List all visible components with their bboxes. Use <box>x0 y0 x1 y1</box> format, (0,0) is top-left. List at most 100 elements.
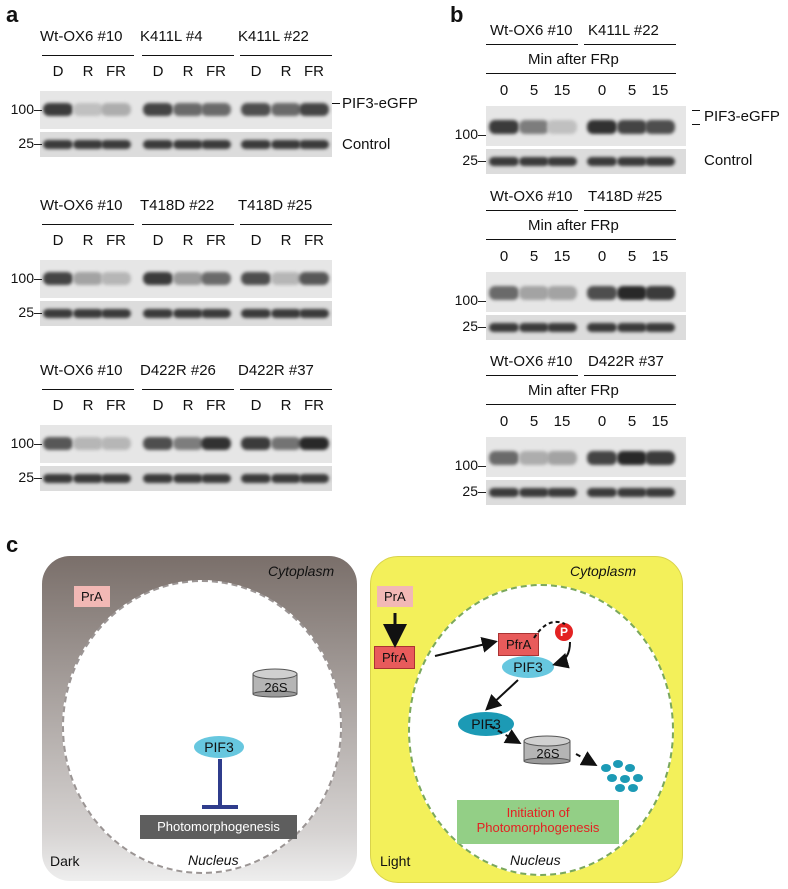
panel-b-band <box>489 120 519 134</box>
panel-a-lane-label: FR <box>106 232 126 249</box>
panel-a-lane-label: D <box>52 63 64 80</box>
panel-a-group-underline <box>42 55 134 56</box>
panel-b-control-band <box>645 323 675 332</box>
panel-a-lane-label: R <box>280 63 292 80</box>
panel-b-band <box>519 120 549 134</box>
panel-a-pif3-label: PIF3-eGFP <box>342 95 418 112</box>
panel-a-band <box>143 437 173 450</box>
dark-cytoplasm-label: Cytoplasm <box>268 563 335 579</box>
panel-b-time-label: 0 <box>499 82 509 99</box>
panel-a-genotype-label: Wt-OX6 #10 <box>40 362 123 379</box>
degraded-fragments-icon <box>598 758 648 797</box>
panel-a-lane-label: D <box>52 397 64 414</box>
panel-a-marker-tick <box>34 110 42 111</box>
panel-a-control-band <box>143 309 173 318</box>
panel-a-control-band <box>173 140 203 149</box>
panel-a-band <box>43 272 73 285</box>
panel-a-marker-tick <box>34 478 42 479</box>
panel-b-time-label: 15 <box>553 82 571 99</box>
panel-a-lane-label: FR <box>206 63 226 80</box>
panel-b-group-underline <box>486 375 578 376</box>
panel-a-marker-tick <box>34 279 42 280</box>
panel-a-band <box>101 103 131 116</box>
panel-b-control-band <box>547 157 577 166</box>
panel-b-time-label: 5 <box>529 82 539 99</box>
panel-a-group-underline <box>142 389 234 390</box>
panel-a-lane-label: R <box>182 397 194 414</box>
inhibition-arrow <box>198 757 242 816</box>
panel-a-control-band <box>73 140 103 149</box>
panel-a-marker-100: 100 <box>10 435 34 451</box>
panel-a-marker-25: 25 <box>18 304 34 320</box>
panel-a-band <box>101 272 131 285</box>
panel-b-control-band <box>519 157 549 166</box>
panel-b-time-label: 5 <box>627 248 637 265</box>
panel-a-control-band <box>299 474 329 483</box>
panel-b-time-label: 15 <box>553 413 571 430</box>
panel-a-lane-label: R <box>182 232 194 249</box>
output-line1: Initiation of <box>506 805 570 820</box>
light-pfra-nuc-box: PfrA <box>498 633 540 656</box>
panel-a-control-band <box>101 474 131 483</box>
panel-a-lane-label: FR <box>304 232 324 249</box>
panel-b-marker-100: 100 <box>454 292 478 308</box>
panel-b-band <box>617 120 647 134</box>
panel-b-group-underline <box>486 44 578 45</box>
panel-b-band <box>645 120 675 134</box>
panel-a-band <box>201 437 231 450</box>
panel-a-control-band <box>201 140 231 149</box>
panel-a-lane-label: D <box>52 232 64 249</box>
panel-b-band <box>587 451 617 465</box>
panel-b-genotype-label: Wt-OX6 #10 <box>490 22 573 39</box>
panel-b-band <box>645 286 675 300</box>
panel-b-control-band <box>587 488 617 497</box>
panel-a-genotype-label: T418D #25 <box>238 197 313 214</box>
panel-b-subtitle-underline <box>486 73 676 74</box>
panel-a-marker-tick <box>34 444 42 445</box>
panel-a-band <box>43 437 73 450</box>
panel-b-group-underline <box>584 375 676 376</box>
panel-b-band <box>489 451 519 465</box>
light-proteasome-icon <box>522 734 574 771</box>
panel-b-subtitle: Min after FRp <box>528 217 619 234</box>
panel-b-pif3-tick <box>692 110 700 111</box>
phospho-icon: P <box>555 623 573 641</box>
panel-a-control-band <box>173 309 203 318</box>
panel-b-pif3-tick <box>692 124 700 125</box>
panel-a-genotype-label: K411L #22 <box>238 28 309 45</box>
panel-b-band <box>489 286 519 300</box>
panel-a-control-band <box>241 309 271 318</box>
panel-a-control-band <box>271 474 301 483</box>
panel-a-control-band <box>201 309 231 318</box>
panel-a-control-band <box>201 474 231 483</box>
light-pathway-arrows <box>383 613 598 766</box>
panel-b-band <box>547 120 577 134</box>
panel-a-band <box>173 437 203 450</box>
panel-b-control-band <box>519 488 549 497</box>
panel-a-lane-label: D <box>152 63 164 80</box>
panel-c-label: c <box>6 532 19 557</box>
panel-b-marker-tick <box>478 466 486 467</box>
panel-b-time-label: 0 <box>597 82 607 99</box>
panel-b-genotype-label: T418D #25 <box>588 188 663 205</box>
panel-a-band <box>241 103 271 116</box>
dark-pra-box: PrA <box>74 586 110 607</box>
panel-a-group-underline <box>142 224 234 225</box>
panel-a-genotype-label: Wt-OX6 #10 <box>40 28 123 45</box>
panel-a-genotype-label: D422R #37 <box>238 362 314 379</box>
panel-b-subtitle: Min after FRp <box>528 382 619 399</box>
output-line2: Photomorphogenesis <box>476 820 600 835</box>
panel-b-control-band <box>587 323 617 332</box>
panel-a-label: a <box>6 2 19 27</box>
panel-a-band <box>299 103 329 116</box>
light-proteasome-label: 26S <box>536 746 560 761</box>
panel-a-control-band <box>143 474 173 483</box>
dark-proteasome-label: 26S <box>264 680 288 695</box>
panel-b-time-label: 0 <box>499 413 509 430</box>
panel-a-control-band <box>43 474 73 483</box>
panel-b-label: b <box>450 2 464 27</box>
panel-b-control-band <box>547 323 577 332</box>
dark-nucleus-label: Nucleus <box>188 852 239 868</box>
panel-b-control-label: Control <box>704 152 753 169</box>
panel-a-lane-label: FR <box>304 63 324 80</box>
